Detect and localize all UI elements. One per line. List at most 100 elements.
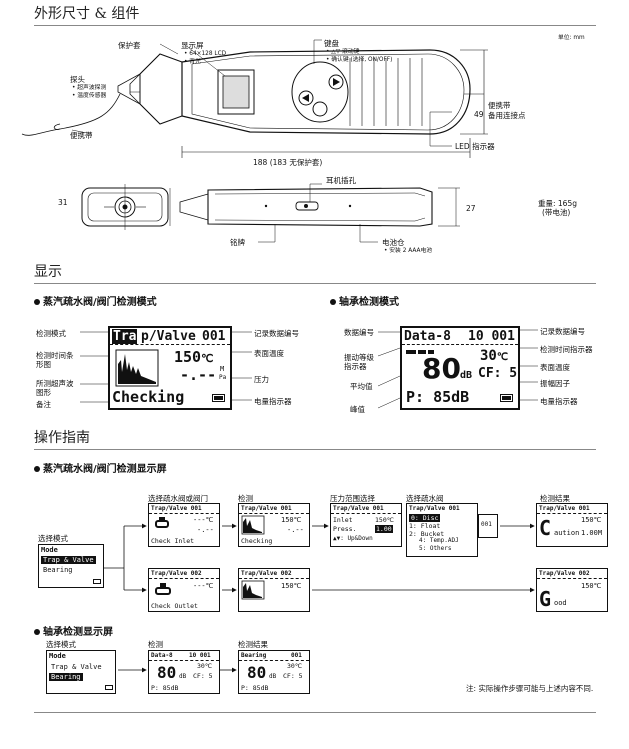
op-bearing-result-lcd-avg: 80	[247, 663, 267, 682]
weight-2: (带电池)	[542, 208, 571, 217]
label-battery: 电池仓	[382, 238, 405, 247]
steam-lcd-remark: Checking	[112, 388, 185, 406]
op-step-select-trap: 选择疏水阀	[406, 494, 444, 503]
op-pressure-lcd-l1v: 150℃	[375, 516, 395, 524]
steam-lcd-temp-unit: ℃	[201, 352, 214, 365]
op-result1-lcd-word: aution	[554, 529, 580, 537]
op-detect2-lcd-temp: 150℃	[281, 582, 302, 590]
op-outlet-lcd-temp: ---℃	[193, 582, 214, 590]
label-strap-point-1: 便携带	[488, 101, 511, 110]
screen-spec-2: • 背光	[184, 59, 201, 65]
op-bearing-result-lcd-num: 001	[291, 652, 302, 659]
op-bearing-step-result: 检测结果	[238, 640, 268, 649]
unit-label: 单位: mm	[558, 35, 585, 41]
op-result2-lcd-big: G	[539, 587, 552, 611]
op-pressure-lcd-l3: ▲▼: Up&Down	[333, 535, 373, 542]
op-bearing-result-lcd-temp: 30℃	[287, 662, 303, 670]
steam-label-mode: 检测模式	[36, 329, 66, 338]
steam-lcd-num: 001	[202, 329, 226, 344]
keypad-spec-2: • 确认键 (选择, ON/OFF)	[326, 57, 393, 63]
op-inlet-valve-icon	[155, 517, 169, 529]
op-bearing-mode-lcd-item1[interactable]: Trap & Valve	[51, 663, 102, 671]
op-mode-lcd-item1[interactable]: Trap & Valve	[41, 556, 96, 564]
steam-lcd: Tra p/Valve 001 150℃ -.-- M Pa Checking	[108, 326, 232, 410]
op-outlet-lcd-title: Trap/Valve 002	[151, 570, 202, 577]
op-bearing-detect-lcd-temp: 30℃	[197, 662, 213, 670]
op-bearing-mode-lcd-item2[interactable]: Bearing	[49, 673, 83, 681]
op-bearing-detect-lcd-cf: CF: 5	[193, 672, 213, 680]
screen-spec-1: • 64×128 LCD	[184, 51, 227, 57]
keypad-spec-1: • △▽ 滚动键	[326, 49, 360, 55]
op-result1-lcd-val: 1.00M	[581, 529, 603, 537]
bearing-lcd-battery-icon	[500, 394, 513, 402]
op-bearing-detect-lcd-peak: P: 85dB	[151, 684, 179, 692]
op-mode-lcd-item2[interactable]: Bearing	[43, 566, 73, 574]
steam-label-timebar-2: 形图	[36, 360, 51, 369]
bearing-label-data-num: 数据编号	[344, 328, 374, 337]
op-steam-title-text: 蒸汽疏水阀/阀门检测显示屏	[43, 464, 167, 475]
op-trap-lcd-item-2[interactable]: 2: Bucket	[409, 530, 445, 538]
op-mode-lcd-title: Mode	[41, 546, 58, 554]
steam-lcd-press-unit-top: M	[220, 365, 225, 373]
bearing-lcd-temp-value: 30	[480, 348, 497, 364]
op-trap-lcd-item-5[interactable]: 5: Others	[419, 545, 452, 552]
op-bearing-title: 轴承检测显示屏	[34, 623, 113, 638]
bearing-lcd-temp-unit: ℃	[496, 352, 509, 363]
op-bearing-detect-lcd-unit: dB	[179, 673, 187, 680]
device-top-view	[21, 39, 488, 158]
battery-spec: • 安装 2 AAA电池	[384, 248, 433, 254]
section-title-dimensions: 外形尺寸 & 组件	[34, 6, 140, 22]
steam-lcd-press-unit-bot: Pa	[219, 374, 227, 381]
op-detect-lcd-graph	[241, 515, 265, 535]
op-pressure-lcd-l2v[interactable]: 1.00	[375, 525, 393, 533]
op-mode-lcd-battery-icon	[93, 579, 101, 584]
op-inlet-lcd-press: -.--	[197, 526, 214, 534]
label-screen: 显示屏	[181, 41, 204, 50]
steam-label-battery: 电量指示器	[254, 397, 292, 406]
section-header-dimensions: 外形尺寸 & 组件	[34, 4, 596, 26]
bearing-label-battery: 电量指示器	[540, 397, 578, 406]
steam-lcd-graph	[115, 349, 159, 387]
bearing-leaders-left	[377, 331, 401, 409]
steam-lcd-press: -.--	[180, 366, 217, 384]
steam-lcd-temp-value: 150	[174, 348, 202, 366]
dim-length: 188 (183 无保护套)	[253, 158, 323, 167]
bearing-label-surface-temp: 表面温度	[540, 363, 570, 372]
bearing-lcd-vib-bar-3	[428, 350, 434, 354]
op-trap-lcd-item-1[interactable]: 1: Float	[409, 522, 441, 530]
steam-leaders-right	[232, 331, 252, 401]
bearing-label-vib-2: 指示器	[344, 362, 367, 371]
op-detect2-lcd: Trap/Valve 002 150℃	[238, 568, 310, 612]
op-bearing-flow-arrows	[118, 667, 237, 673]
steam-label-record-num: 记录数据编号	[254, 329, 299, 338]
op-trap-lcd-title: Trap/Valve 001	[409, 505, 460, 512]
op-trap-lcd-item-0[interactable]: 0: Disc	[409, 514, 441, 522]
op-bearing-mode-lcd-battery-icon	[105, 685, 113, 690]
op-bearing-result-lcd-unit: dB	[269, 673, 277, 680]
steam-label-pressure: 压力	[254, 375, 269, 384]
op-note: 注: 实际操作步骤可能与上述内容不同.	[466, 684, 594, 693]
bearing-lcd-data: Data-8	[404, 329, 451, 344]
op-detect-lcd-title: Trap/Valve 001	[241, 505, 292, 512]
steam-lcd-mode: p/Valve	[141, 329, 196, 344]
op-outlet-lcd-foot: Check Outlet	[151, 602, 198, 610]
op-bearing-detect-lcd-divider	[149, 660, 219, 661]
steam-label-surface-temp: 表面温度	[254, 349, 284, 358]
label-earphone: 耳机插孔	[326, 176, 356, 185]
probe-spec-1: • 超声波探测	[72, 85, 107, 91]
op-inlet-lcd: Trap/Valve 001 ---℃ -.-- Check Inlet	[148, 503, 220, 547]
op-result2-lcd-word: ood	[554, 599, 567, 607]
op-detect2-lcd-divider	[239, 578, 309, 579]
bearing-lcd-avg-unit: dB	[460, 370, 473, 381]
op-trap-lcd-item-4[interactable]: 4: Temp.ADJ	[419, 537, 459, 544]
bearing-label-crest: 振幅因子	[540, 379, 570, 388]
bearing-label-peak: 峰值	[350, 405, 365, 414]
label-protective-cover: 保护套	[118, 41, 141, 50]
op-outlet-lcd: Trap/Valve 002 ---℃ Check Outlet	[148, 568, 220, 612]
label-keypad: 键盘	[324, 39, 339, 48]
op-step-result: 检测结果	[540, 494, 570, 503]
op-detect-lcd: Trap/Valve 001 150℃ -.-- Checking	[238, 503, 310, 547]
op-result2-lcd: Trap/Valve 002 150℃ G ood	[536, 568, 608, 612]
op-result1-lcd-temp: 150℃	[581, 516, 602, 524]
